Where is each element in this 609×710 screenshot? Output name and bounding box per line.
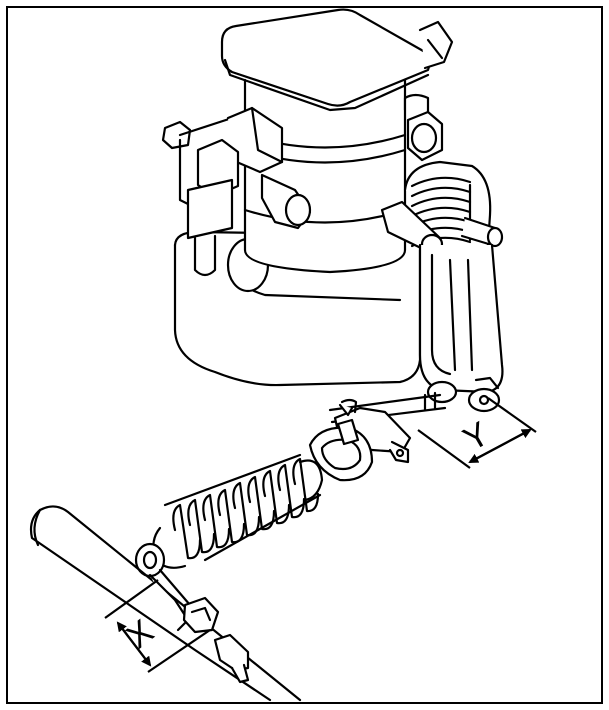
extension-spring	[152, 453, 324, 569]
center-nut	[260, 173, 312, 230]
shackle	[308, 418, 374, 482]
dimension-x-label: X	[120, 612, 161, 656]
anchor-bolt	[148, 568, 250, 684]
actuating-lever	[418, 243, 504, 394]
dimension-y	[417, 397, 537, 469]
dimension-x	[104, 579, 211, 673]
cross-tube	[29, 505, 302, 702]
top-right-fitting	[403, 20, 454, 114]
right-nut	[406, 110, 444, 162]
left-bracket	[161, 106, 284, 277]
valve-cap	[220, 8, 431, 112]
